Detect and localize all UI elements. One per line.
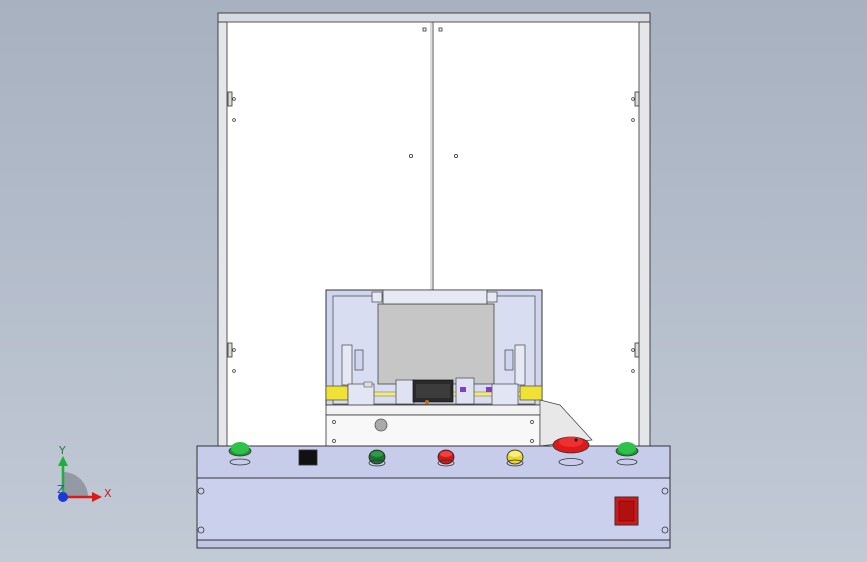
- run-button[interactable]: [368, 449, 386, 467]
- y-axis-label: Y: [58, 444, 66, 457]
- selector-switch[interactable]: [298, 449, 318, 466]
- right-hinges: [631, 91, 640, 373]
- x-axis-label: X: [104, 487, 112, 500]
- fixture-assembly: [325, 289, 593, 447]
- left-hinges: [227, 91, 236, 373]
- reset-button[interactable]: [506, 449, 524, 467]
- emergency-stop-button[interactable]: [552, 436, 590, 466]
- z-axis-label: Z: [57, 483, 65, 496]
- stop-button[interactable]: [437, 449, 455, 467]
- coordinate-triad: Y X Z: [57, 444, 112, 502]
- cabinet: [217, 12, 651, 447]
- start-right-button[interactable]: [615, 442, 639, 466]
- z-axis-dot: [58, 492, 68, 502]
- start-left-button[interactable]: [228, 442, 252, 466]
- button-row: [228, 436, 639, 467]
- control-panel: [196, 445, 671, 549]
